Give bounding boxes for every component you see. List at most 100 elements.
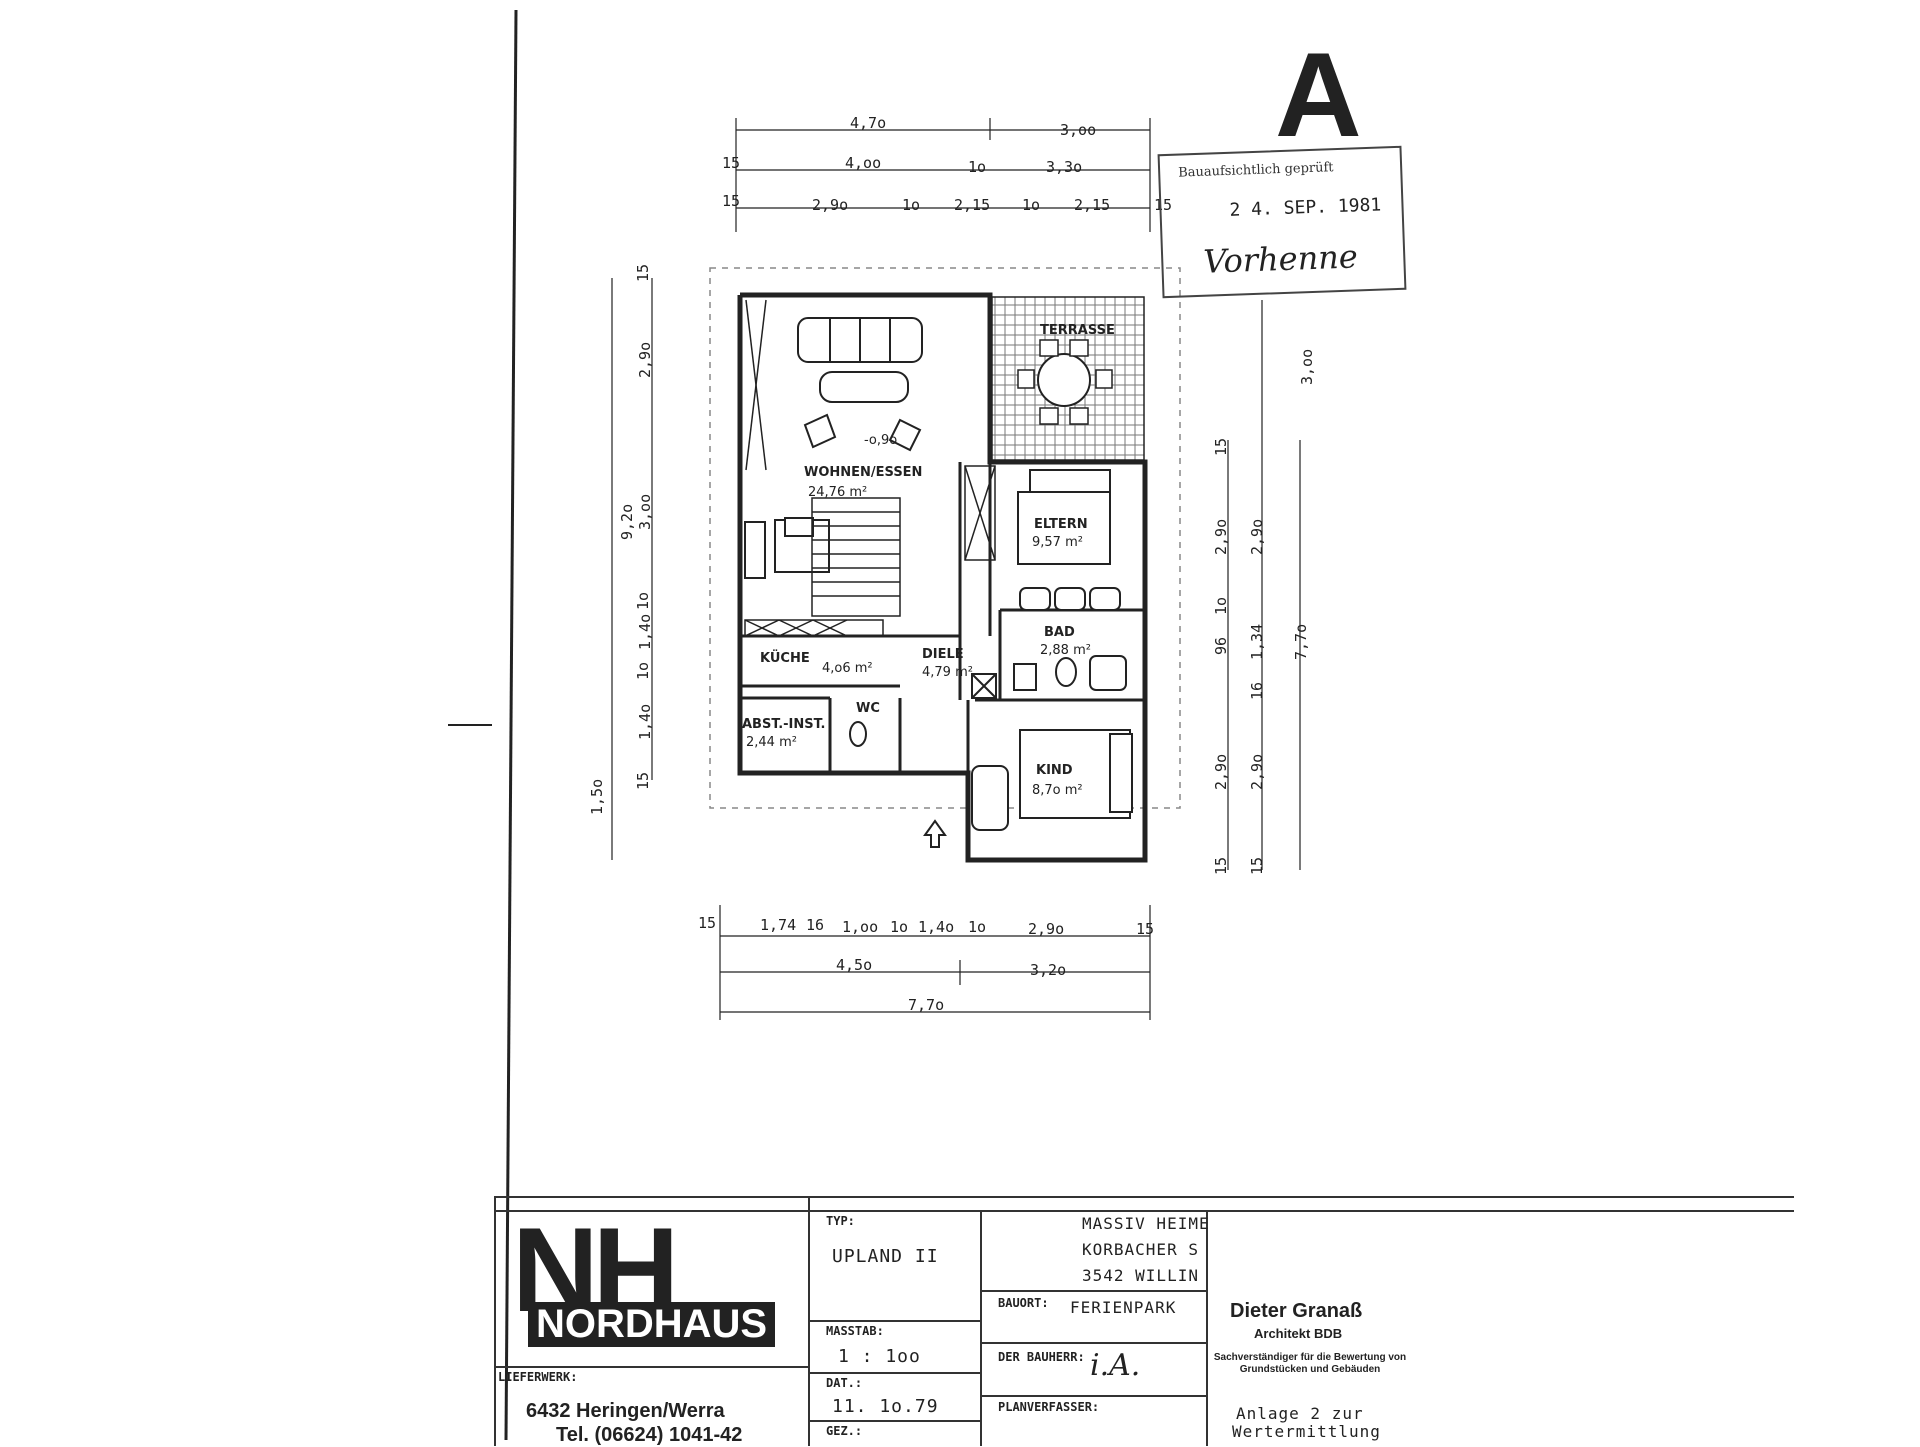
- dim-top-13: 15: [1154, 196, 1172, 214]
- annex-line2: Wertermittlung: [1232, 1422, 1381, 1441]
- room-bad-label: BAD: [1044, 625, 1075, 640]
- typ-label: TYP:: [826, 1214, 855, 1228]
- dimension-lines: [611, 118, 1301, 1020]
- dim-top-4: 4,oo: [845, 154, 881, 172]
- dim-top-12: 2,15: [1074, 196, 1110, 214]
- dim-top-5: 1o: [968, 158, 986, 176]
- dim-bottom-9: 15: [1136, 920, 1154, 938]
- dim-bottom-2: 1,74: [760, 916, 796, 934]
- dim-left-4: 2,9o: [636, 342, 654, 378]
- dim-right-8: 1,34: [1248, 624, 1266, 660]
- dim-right-10: 2,9o: [1212, 754, 1230, 790]
- lieferwerk-value: 6432 Heringen/Werra: [526, 1400, 725, 1422]
- bottom-dimension-labels: 15 1,74 16 1,oo 1o 1,4o 1o 2,9o 15 4,5o …: [698, 914, 1154, 1014]
- room-eltern-label: ELTERN: [1034, 517, 1088, 532]
- client-line3: 3542 WILLIN: [1082, 1266, 1199, 1285]
- terrace: [991, 296, 1145, 461]
- bauort-value: FERIENPARK: [1070, 1298, 1177, 1317]
- room-kind-area: 8,7o m²: [1032, 783, 1083, 798]
- dim-right-12: 15: [1212, 857, 1230, 875]
- stamp-box: Bauaufsichtlich geprüft 2 4. SEP. 1981 V…: [1157, 145, 1407, 299]
- dim-bottom-1: 15: [698, 914, 716, 932]
- staircase: [811, 497, 901, 617]
- left-dimension-labels: 9,2o 1,5o 15 2,9o 3,oo 1o 1,4o 1o 1,4o 1…: [588, 264, 654, 815]
- room-wc-label: WC: [856, 701, 880, 716]
- room-kueche-label: KÜCHE: [760, 650, 810, 666]
- dim-left-2: 1,5o: [588, 779, 606, 815]
- dim-bottom-8: 2,9o: [1028, 920, 1064, 938]
- closet: [964, 465, 996, 561]
- dim-left-5: 3,oo: [636, 494, 654, 530]
- dim-left-6: 1o: [634, 592, 652, 610]
- dim-right-13: 15: [1248, 857, 1266, 875]
- dim-bottom-5: 1o: [890, 918, 908, 936]
- dim-top-6: 3,3o: [1046, 158, 1082, 176]
- stamp-signature: Vorhenne: [1202, 237, 1359, 281]
- bedroom-furniture: [971, 469, 1133, 831]
- room-terrasse-label: TERRASSE: [1040, 323, 1115, 338]
- sheet-border-line: [504, 9, 518, 1440]
- stamp-line1: Bauaufsichtlich geprüft: [1177, 160, 1334, 181]
- dim-left-7: 1,4o: [636, 614, 654, 650]
- dim-left-3: 15: [634, 264, 652, 282]
- logo-word: NORDHAUS: [528, 1302, 776, 1347]
- dim-right-2: 7,7o: [1292, 624, 1310, 660]
- dat-value: 11. 1o.79: [832, 1396, 939, 1417]
- bauherr-label: DER BAUHERR:: [998, 1350, 1085, 1364]
- gez-label: GEZ.:: [826, 1424, 863, 1438]
- dim-right-6: 1o: [1212, 597, 1230, 615]
- dim-bottom-11: 3,2o: [1030, 961, 1066, 979]
- dim-right-9: 16: [1248, 682, 1266, 700]
- architect-title: Architekt BDB: [1254, 1326, 1343, 1341]
- dim-top-9: 1o: [902, 196, 920, 214]
- dim-top-3: 15: [722, 154, 740, 172]
- dim-top-2: 3,oo: [1060, 121, 1096, 139]
- room-wohnen-area: 24,76 m²: [808, 485, 867, 500]
- room-bad-area: 2,88 m²: [1040, 643, 1091, 658]
- dim-top-10: 2,15: [954, 196, 990, 214]
- dim-left-1: 9,2o: [618, 504, 636, 540]
- room-wohnen-label: WOHNEN/ESSEN: [804, 465, 922, 480]
- room-diele-area: 4,79 m²: [922, 665, 973, 680]
- dim-bottom-3: 16: [806, 916, 824, 934]
- dat-label: DAT.:: [826, 1376, 863, 1390]
- architect-desc: Sachverständiger für die Bewertung von G…: [1213, 1352, 1407, 1375]
- lieferwerk-label: LIEFERWERK:: [498, 1370, 578, 1384]
- room-abst-area: 2,44 m²: [746, 735, 797, 750]
- kitchen-counter: [744, 619, 884, 747]
- dim-right-11: 2,9o: [1248, 754, 1266, 790]
- lieferwerk-tel: Tel. (06624) 1041-42: [556, 1424, 743, 1446]
- dim-top-11: 1o: [1022, 196, 1040, 214]
- room-abst-label: ABST.-INST.: [742, 717, 825, 732]
- dim-bottom-10: 4,5o: [836, 956, 872, 974]
- architect-name: Dieter Granaß: [1230, 1300, 1363, 1322]
- masstab-value: 1 : 1oo: [838, 1346, 921, 1367]
- planverfasser-label: PLANVERFASSER:: [998, 1400, 1100, 1414]
- dim-top-7: 15: [722, 192, 740, 210]
- client-line1: MASSIV HEIME: [1082, 1214, 1210, 1233]
- dim-bottom-4: 1,oo: [842, 918, 878, 936]
- room-kueche-area: 4,o6 m²: [822, 661, 873, 676]
- dim-right-5: 2,9o: [1248, 519, 1266, 555]
- dim-right-4: 2,9o: [1212, 519, 1230, 555]
- dim-right-3: 15: [1212, 438, 1230, 456]
- stamp-date: 2 4. SEP. 1981: [1229, 194, 1382, 221]
- entrance-arrow-icon: [923, 819, 947, 848]
- living-furniture: [744, 299, 923, 579]
- title-block-frame: [494, 1196, 1794, 1446]
- client-line2: KORBACHER S: [1082, 1240, 1199, 1259]
- stamp-letter: A: [1275, 28, 1362, 162]
- dim-left-9: 1,4o: [636, 704, 654, 740]
- dim-bottom-6: 1,4o: [918, 918, 954, 936]
- annex-line1: Anlage 2 zur: [1236, 1404, 1364, 1423]
- room-kind-label: KIND: [1036, 763, 1073, 778]
- dim-right-7: 96: [1212, 637, 1230, 655]
- top-dimension-labels: 4,7o 3,oo 15 4,oo 1o 3,3o 15 2,9o 1o 2,1…: [722, 114, 1172, 214]
- dim-right-1: 3,oo: [1298, 349, 1316, 385]
- dim-top-8: 2,9o: [812, 196, 848, 214]
- right-dimension-labels: 3,oo 7,7o 15 2,9o 2,9o 1o 96 1,34 16 2,9…: [1212, 349, 1316, 875]
- bauherr-signature: i.A.: [1090, 1348, 1141, 1383]
- typ-value: UPLAND II: [832, 1246, 939, 1267]
- dim-left-10: 15: [634, 772, 652, 790]
